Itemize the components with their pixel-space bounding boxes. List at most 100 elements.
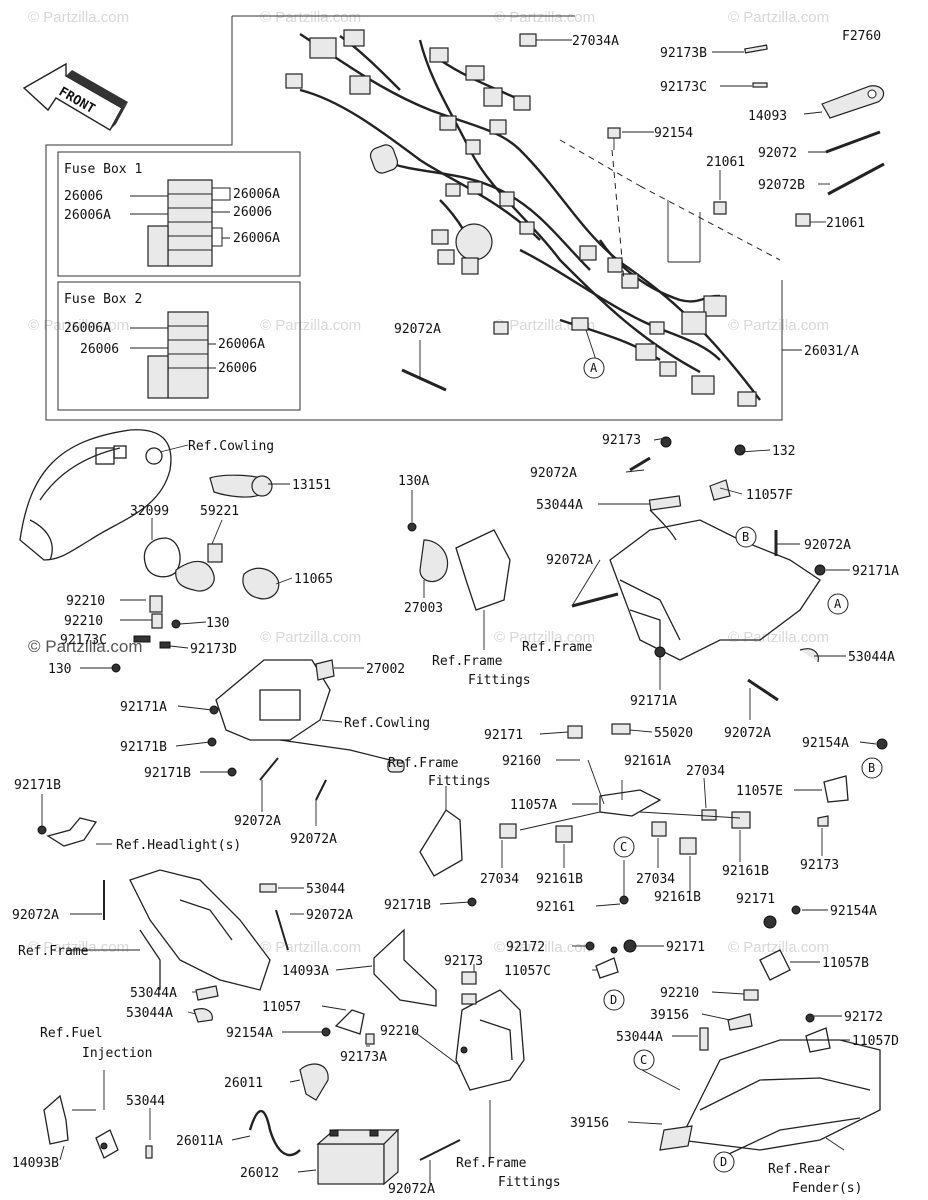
callout-letter: A: [590, 361, 598, 375]
part-label: 92072B: [758, 178, 805, 193]
part-label: 11057C: [504, 964, 551, 979]
leader-lines: [41, 39, 877, 1184]
fuse-label: 26006: [80, 342, 119, 357]
part-label: 92171A: [630, 694, 677, 709]
watermark: © Partzilla.com: [28, 939, 129, 956]
part-label: 92173C: [660, 80, 707, 95]
part-label: 92171A: [852, 564, 899, 579]
part-label: 92161A: [624, 754, 671, 769]
part-label: 26012: [240, 1166, 279, 1181]
part-label: Ref.Cowling: [188, 439, 274, 454]
watermark: © Partzilla.com: [260, 629, 361, 646]
part-label: 130: [48, 662, 71, 677]
fuel-injection-bracket: [43, 1094, 153, 1159]
part-label: 92173D: [190, 642, 237, 657]
callout-letter: B: [868, 761, 875, 775]
part-label: 26011: [224, 1076, 263, 1091]
part-label: 92172: [844, 1010, 883, 1025]
watermark: © Partzilla.com: [728, 317, 829, 334]
part-label: 27034A: [572, 34, 619, 49]
part-label: 11057: [262, 1000, 301, 1015]
part-label: 92173: [800, 858, 839, 873]
part-label: 92154A: [226, 1026, 273, 1041]
callout-letter: C: [640, 1053, 647, 1067]
part-label: 92210: [66, 594, 105, 609]
fuse-label: 26006A: [233, 231, 280, 246]
part-label: 92160: [502, 754, 541, 769]
part-label: 21061: [706, 155, 745, 170]
part-label: 39156: [650, 1008, 689, 1023]
part-label: 14093B: [12, 1156, 59, 1171]
part-label: 92172: [506, 940, 545, 955]
fuse-label: 26006A: [218, 337, 265, 352]
part-label: 92072A: [290, 832, 337, 847]
lower-frame-assembly: [103, 869, 289, 1023]
part-label: 92161: [536, 900, 575, 915]
part-label: 92161B: [722, 864, 769, 879]
part-label: 11057D: [852, 1034, 899, 1049]
cowling-assembly: [19, 429, 280, 673]
bracket-b: [817, 738, 888, 827]
fuse-label: 26006: [218, 361, 257, 376]
part-label: 92072A: [804, 538, 851, 553]
part-label: 92173C: [60, 633, 107, 648]
part-label: 92161B: [654, 890, 701, 905]
watermark: © Partzilla.com: [728, 629, 829, 646]
part-label: Ref.Frame: [522, 640, 593, 655]
fuse-label: 26006A: [64, 321, 111, 336]
part-label: 53044A: [616, 1030, 663, 1045]
watermark: © Partzilla.com: [260, 9, 361, 26]
part-label: Ref.Headlight(s): [116, 838, 241, 853]
part-label: 92072: [758, 146, 797, 161]
part-label: 92210: [380, 1024, 419, 1039]
part-label: 92171B: [14, 778, 61, 793]
watermark: © Partzilla.com: [494, 317, 595, 334]
watermark: © Partzilla.com: [494, 939, 595, 956]
relay-assembly: [499, 723, 751, 905]
watermark: © Partzilla.com: [28, 9, 129, 26]
callout-letter: C: [620, 840, 627, 854]
figure-id: F2760: [842, 29, 881, 44]
part-label: 92171A: [120, 700, 167, 715]
part-label: Fittings: [498, 1175, 561, 1190]
part-label: 92072A: [530, 466, 577, 481]
fuse-box-1-title: Fuse Box 1: [64, 162, 142, 177]
watermark: © Partzilla.com: [728, 939, 829, 956]
part-label: Fittings: [468, 673, 531, 688]
horn-assembly: [407, 522, 511, 650]
part-label: 92072A: [306, 908, 353, 923]
part-label: 92173: [444, 954, 483, 969]
part-label: 27034: [480, 872, 519, 887]
frame-right-assembly: [571, 436, 826, 702]
fuse-label: 26006A: [233, 187, 280, 202]
part-label: 92072A: [394, 322, 441, 337]
part-labels: 27034A 92173B 92173C 14093 92154 92072 9…: [12, 34, 899, 1197]
callout-letter: B: [742, 530, 749, 544]
part-label: 27034: [686, 764, 725, 779]
part-label: 92171B: [384, 898, 431, 913]
part-label: 11057B: [822, 956, 869, 971]
part-label: Injection: [82, 1046, 152, 1061]
callouts: A A B B C C D D: [583, 357, 883, 1173]
part-label: 92210: [660, 986, 699, 1001]
part-label: 92173: [602, 433, 641, 448]
fuse-box-2-title: Fuse Box 2: [64, 292, 142, 307]
part-label: 92154: [654, 126, 693, 141]
part-label: 92173A: [340, 1050, 387, 1065]
part-label: 92072A: [234, 814, 281, 829]
main-harness-frame: [45, 15, 783, 421]
watermark-bold: © Partzilla.com: [28, 637, 143, 656]
part-label: 92171B: [120, 740, 167, 755]
headlight-bracket: [37, 817, 98, 847]
part-label: 92072A: [388, 1182, 435, 1197]
part-label: 59221: [200, 504, 239, 519]
part-label: 92154A: [830, 904, 877, 919]
part-label: 130: [206, 616, 229, 631]
part-label: 92171B: [144, 766, 191, 781]
part-label: 11057F: [746, 488, 793, 503]
fuse-label: 26006A: [64, 208, 111, 223]
part-label: 92171: [484, 728, 523, 743]
part-label: Ref.Rear: [768, 1162, 831, 1177]
battery-box-assembly: [248, 928, 525, 1186]
